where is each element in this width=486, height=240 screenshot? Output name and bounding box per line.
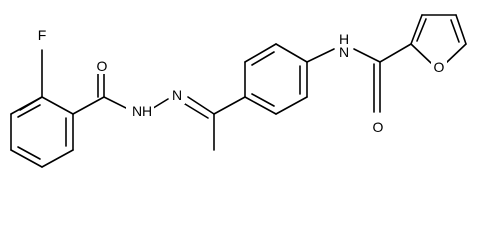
bond bbox=[455, 14, 467, 45]
bonds bbox=[10, 14, 467, 168]
bond bbox=[251, 93, 275, 107]
bond bbox=[17, 104, 41, 118]
bond bbox=[275, 96, 308, 115]
atom-labels: F O N H N H N O O bbox=[35, 25, 447, 136]
amide-nitrogen-label: N bbox=[339, 44, 349, 60]
bond bbox=[41, 96, 74, 115]
bond bbox=[187, 96, 215, 115]
bond bbox=[306, 48, 335, 63]
bond bbox=[10, 96, 43, 115]
chemical-structure: F O N H N H N O O bbox=[10, 14, 467, 168]
hydrazide-hydrogen-label: H bbox=[142, 103, 152, 119]
bond bbox=[244, 43, 277, 63]
bond bbox=[41, 149, 74, 168]
hydrazide-nitrogen-label: N bbox=[132, 103, 142, 119]
amide-carbonyl-oxygen-label: O bbox=[373, 119, 384, 135]
bond bbox=[416, 18, 427, 42]
bond bbox=[103, 96, 131, 111]
carbonyl-oxygen-label: O bbox=[97, 58, 108, 74]
bond bbox=[450, 19, 460, 43]
bond bbox=[410, 43, 432, 64]
bond bbox=[213, 96, 246, 115]
furan-oxygen-label: O bbox=[434, 59, 445, 75]
structure-canvas: F O N H N H N O O bbox=[10, 14, 467, 168]
bond bbox=[251, 51, 275, 66]
bond bbox=[410, 14, 423, 45]
bond bbox=[17, 146, 41, 160]
bond bbox=[353, 48, 381, 63]
bond bbox=[244, 96, 277, 115]
bond bbox=[72, 96, 105, 115]
bond bbox=[445, 43, 467, 64]
bond bbox=[275, 43, 308, 63]
imine-nitrogen-label: N bbox=[172, 87, 182, 103]
bond bbox=[379, 43, 412, 63]
bond bbox=[184, 103, 209, 119]
fluorine-atom-label: F bbox=[38, 27, 47, 43]
amide-hydrogen-label: H bbox=[339, 31, 349, 47]
bond bbox=[10, 149, 43, 168]
